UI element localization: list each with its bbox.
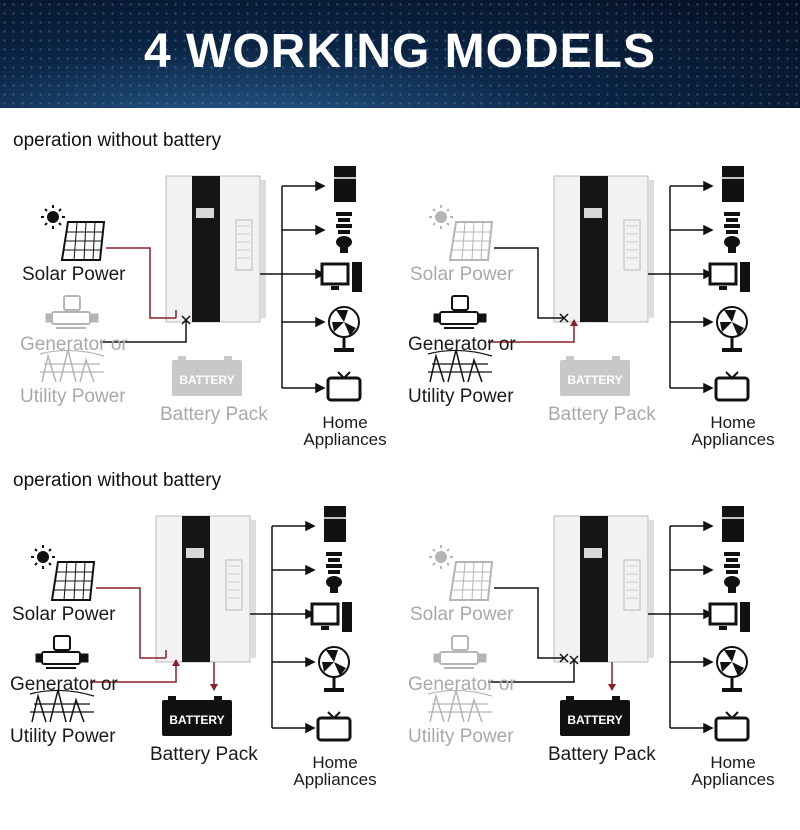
fridge-icon [722, 506, 744, 542]
computer-icon [310, 602, 352, 632]
inverter-unit [165, 175, 266, 323]
appliances-label: Appliances [303, 430, 387, 449]
appliances-label: Appliances [691, 770, 775, 789]
wiring-diagram: BATTERY [427, 506, 750, 742]
battery-icon: BATTERY [560, 356, 630, 396]
home-label: Home [312, 753, 358, 772]
header-banner: 4 WORKING MODELS [0, 0, 800, 108]
bulb-icon [724, 552, 740, 593]
home-appliances-label: Home Appliances [300, 414, 390, 448]
output-bus [250, 520, 316, 734]
inverter-unit [553, 175, 654, 323]
computer-icon [708, 262, 750, 292]
generator-label: Generator or [10, 674, 118, 695]
computer-icon [708, 602, 750, 632]
power-pylon-icon [29, 689, 95, 723]
solar-panel-icon [31, 545, 96, 601]
solar-panel-icon [429, 545, 494, 601]
output-bus [648, 520, 714, 734]
battery-pack-label: Battery Pack [548, 744, 656, 765]
generator-label: Generator or [408, 674, 516, 695]
fan-icon [328, 306, 360, 352]
home-label: Home [710, 753, 756, 772]
power-pylon-icon [427, 689, 493, 723]
tv-icon [316, 711, 352, 742]
fan-icon [318, 646, 350, 692]
panel-bottom-left: BATTERY Solar Power Generator or Utility… [0, 490, 390, 830]
tv-icon [714, 371, 750, 402]
svg-text:BATTERY: BATTERY [169, 713, 224, 727]
svg-text:BATTERY: BATTERY [567, 373, 622, 387]
generator-label: Generator or [20, 334, 128, 355]
battery-pack-label: Battery Pack [548, 404, 656, 425]
section-label-top: operation without battery [13, 130, 222, 151]
bulb-icon [336, 212, 352, 253]
home-appliances-label: Home Appliances [290, 754, 380, 788]
output-bus [648, 180, 714, 394]
wiring-diagram: BATTERY [29, 506, 352, 742]
appliances-label: Appliances [691, 430, 775, 449]
bulb-icon [326, 552, 342, 593]
generator-icon [433, 295, 487, 329]
solar-power-label: Solar Power [12, 604, 116, 625]
output-bus [260, 180, 326, 394]
inverter-unit [553, 515, 654, 663]
battery-icon: BATTERY [560, 696, 630, 736]
fan-icon [716, 646, 748, 692]
appliances-label: Appliances [293, 770, 377, 789]
battery-icon: BATTERY [172, 356, 242, 396]
computer-icon [320, 262, 362, 292]
wiring-diagram: BATTERY [39, 166, 362, 402]
utility-power-label: Utility Power [20, 386, 126, 407]
inverter-unit [155, 515, 256, 663]
panel-bottom-right: BATTERY Solar Power Generator or Utility… [388, 490, 788, 830]
tv-icon [326, 371, 362, 402]
panel-top-right: BATTERY Solar Power Generator or Utility… [388, 150, 788, 490]
solar-power-label: Solar Power [22, 264, 126, 285]
power-pylon-icon [39, 349, 105, 383]
battery-pack-label: Battery Pack [150, 744, 258, 765]
battery-pack-label: Battery Pack [160, 404, 268, 425]
bulb-icon [724, 212, 740, 253]
home-label: Home [710, 413, 756, 432]
fridge-icon [324, 506, 346, 542]
solar-power-label: Solar Power [410, 264, 514, 285]
fridge-icon [334, 166, 356, 202]
utility-power-label: Utility Power [10, 726, 116, 747]
home-label: Home [322, 413, 368, 432]
panel-top-left: BATTERY Solar Power Generator or Utility… [0, 150, 400, 490]
tv-icon [714, 711, 750, 742]
fan-icon [716, 306, 748, 352]
power-pylon-icon [427, 349, 493, 383]
fridge-icon [722, 166, 744, 202]
generator-icon [433, 635, 487, 669]
solar-panel-icon [429, 205, 494, 261]
home-appliances-label: Home Appliances [688, 754, 778, 788]
utility-power-label: Utility Power [408, 726, 514, 747]
utility-power-label: Utility Power [408, 386, 514, 407]
home-appliances-label: Home Appliances [688, 414, 778, 448]
banner-pattern [0, 0, 800, 108]
page-title: 4 WORKING MODELS [143, 25, 656, 78]
generator-icon [35, 635, 89, 669]
generator-icon [45, 295, 99, 329]
solar-panel-icon [41, 205, 106, 261]
svg-text:BATTERY: BATTERY [567, 713, 622, 727]
section-label-bottom: operation without battery [13, 470, 222, 491]
generator-label: Generator or [408, 334, 516, 355]
solar-power-label: Solar Power [410, 604, 514, 625]
battery-icon: BATTERY [162, 696, 232, 736]
svg-text:BATTERY: BATTERY [179, 373, 234, 387]
wiring-diagram: BATTERY [427, 166, 750, 402]
